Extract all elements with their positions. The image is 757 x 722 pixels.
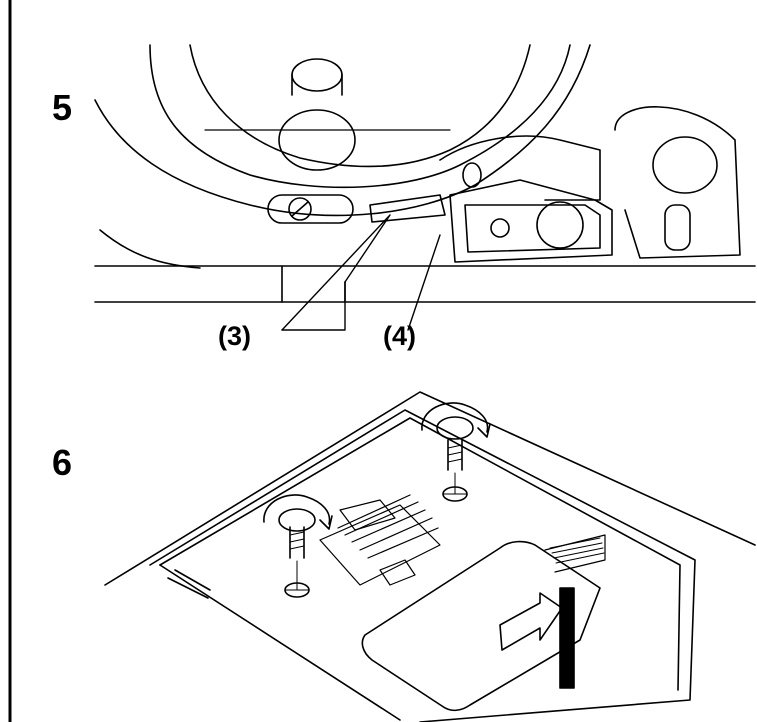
screw-icon (278, 508, 316, 598)
bobbin-winder-pin (664, 204, 691, 251)
case-latch-arm (439, 135, 601, 201)
leader-3 (281, 214, 391, 331)
hook-base-curve (99, 229, 201, 269)
step5-illustration (94, 44, 756, 331)
slide-direction-arrow-icon (499, 592, 563, 651)
adjust-slot (267, 194, 354, 224)
latch-hole-large (536, 201, 584, 249)
needle-plate-left-edge (159, 564, 401, 721)
adjust-screw-slot (291, 201, 309, 217)
leader-3-bracket (281, 281, 346, 331)
bobbin-winder-housing (614, 106, 741, 259)
counterclockwise-rotate-arrow-icon (421, 402, 489, 433)
latch-plate-inner (464, 204, 601, 253)
plate-notch (167, 569, 211, 599)
slide-stop-bar (559, 587, 575, 689)
latch-plate (449, 179, 613, 263)
bobbin-knob-top (291, 58, 343, 92)
bobbin-knob-stem (291, 74, 343, 96)
bed-outline (104, 391, 756, 586)
cover-grip-ridges (549, 537, 605, 564)
step-number-5: 5 (52, 87, 73, 128)
rotate-arrowhead (319, 515, 333, 530)
feed-dogs (319, 494, 441, 586)
adjust-screw (288, 197, 312, 221)
latch-rivet (462, 162, 482, 188)
step-number-6: 6 (52, 442, 73, 483)
counterclockwise-rotate-arrow-icon (263, 494, 331, 525)
slide-cover-plate (361, 540, 601, 712)
rotate-arrowhead (477, 423, 491, 438)
bobbin-case-tab (369, 194, 446, 223)
needle-plate-inner (159, 417, 681, 691)
callout-3: (3) (218, 321, 251, 351)
hook-race-inner (149, 44, 571, 189)
step6-illustration (104, 391, 756, 722)
hook-rim (189, 44, 531, 168)
hook-race-outer (94, 44, 591, 217)
bobbin-winder-cap (652, 136, 718, 194)
screw-icon (436, 416, 474, 502)
latch-hole-small (490, 218, 510, 238)
callout-4: (4) (383, 321, 416, 351)
bobbin-knob-base (278, 109, 356, 171)
leader-4 (407, 234, 441, 331)
needle-plate-outer (149, 409, 696, 722)
